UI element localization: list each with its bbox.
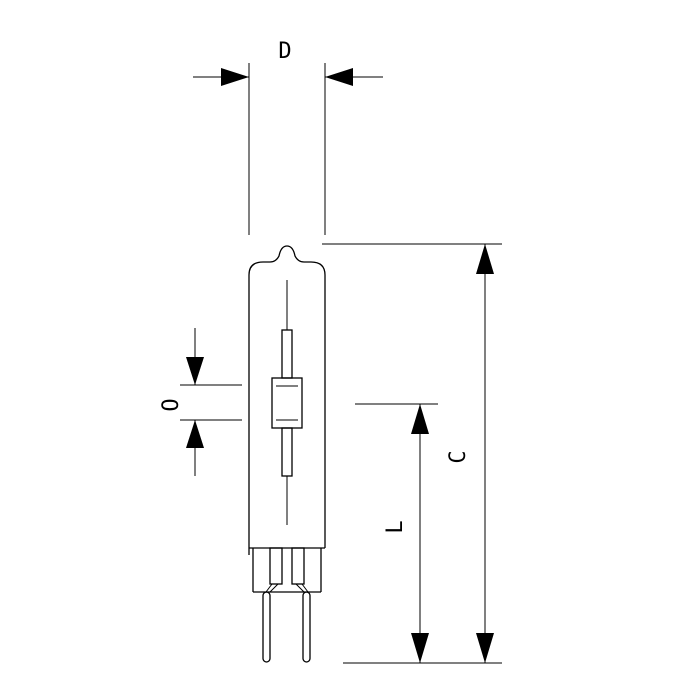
d-label: D — [278, 39, 291, 64]
dimension-o: O — [159, 328, 242, 476]
c-arrow-top — [476, 244, 494, 274]
bulb-envelope — [248, 245, 326, 548]
dimension-l: L — [355, 403, 438, 663]
foil-left — [269, 547, 283, 585]
lead-wire-left — [265, 583, 279, 593]
d-arrow-left — [221, 68, 249, 86]
lamp-pins — [262, 591, 311, 663]
l-arrow-bottom — [411, 633, 429, 663]
pin-right — [302, 591, 311, 663]
lead-wire-right — [295, 583, 309, 593]
o-arrow-top — [186, 357, 204, 385]
d-arrow-right — [325, 68, 353, 86]
c-arrow-bottom — [476, 633, 494, 663]
o-arrow-bottom — [186, 420, 204, 448]
c-label: C — [446, 450, 471, 463]
l-arrow-top — [411, 404, 429, 434]
pin-left — [262, 591, 271, 663]
foil-right — [291, 547, 305, 585]
dimension-d: D — [193, 39, 383, 235]
o-label: O — [159, 398, 184, 411]
dimension-c: C — [322, 243, 502, 664]
lamp-bulb — [248, 245, 326, 593]
l-label: L — [383, 520, 408, 533]
lower-electrode — [281, 427, 293, 477]
upper-electrode — [281, 329, 293, 379]
